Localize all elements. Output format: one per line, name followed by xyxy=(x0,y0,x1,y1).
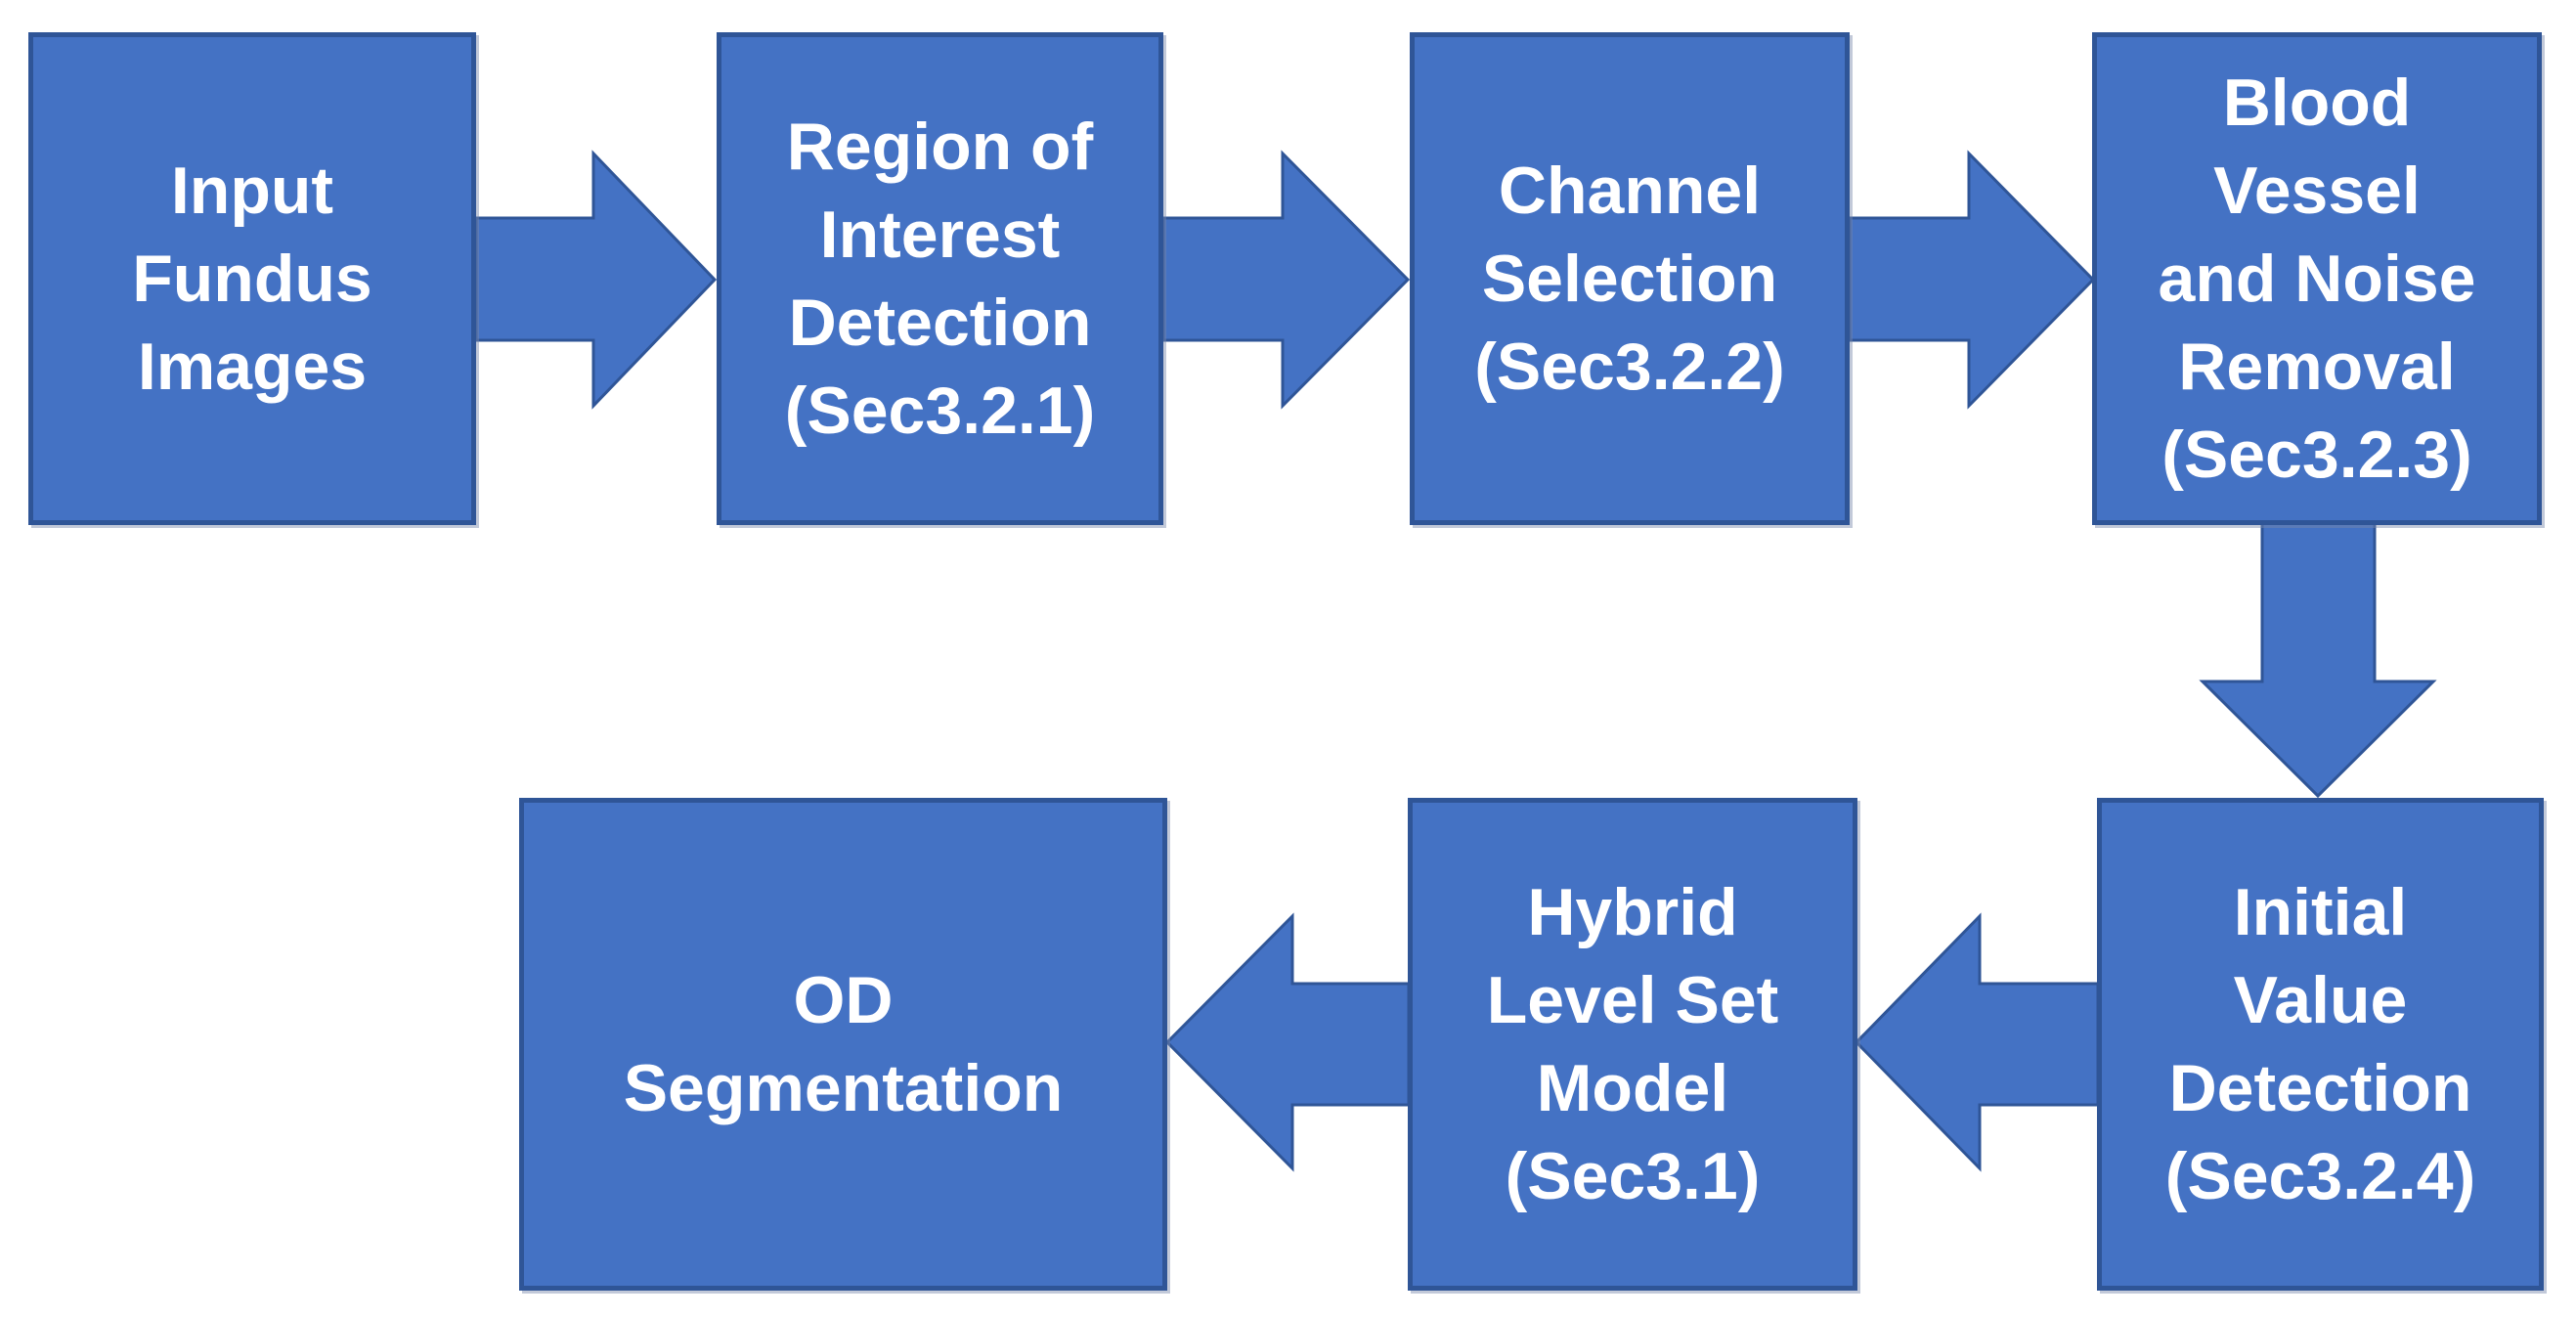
arrow-initial-to-hybrid xyxy=(1854,912,2100,1172)
box-od-segmentation: OD Segmentation xyxy=(519,798,1167,1291)
box-input-fundus-images: Input Fundus Images xyxy=(28,32,476,525)
arrow-channel-to-vessel xyxy=(1848,150,2096,410)
box-region-of-interest-detection: Region of Interest Detection (Sec3.2.1) xyxy=(717,32,1163,525)
arrow-input-to-roi xyxy=(474,150,718,410)
box-blood-vessel-noise-removal: Blood Vessel and Noise Removal (Sec3.2.3… xyxy=(2092,32,2542,525)
box-initial-value-detection: Initial Value Detection (Sec3.2.4) xyxy=(2097,798,2544,1291)
box-hybrid-level-set-model: Hybrid Level Set Model (Sec3.1) xyxy=(1408,798,1857,1291)
arrow-vessel-to-initial xyxy=(2199,521,2437,799)
arrow-hybrid-to-od xyxy=(1164,912,1411,1172)
arrow-roi-to-channel xyxy=(1161,150,1411,410)
box-channel-selection: Channel Selection (Sec3.2.2) xyxy=(1410,32,1850,525)
